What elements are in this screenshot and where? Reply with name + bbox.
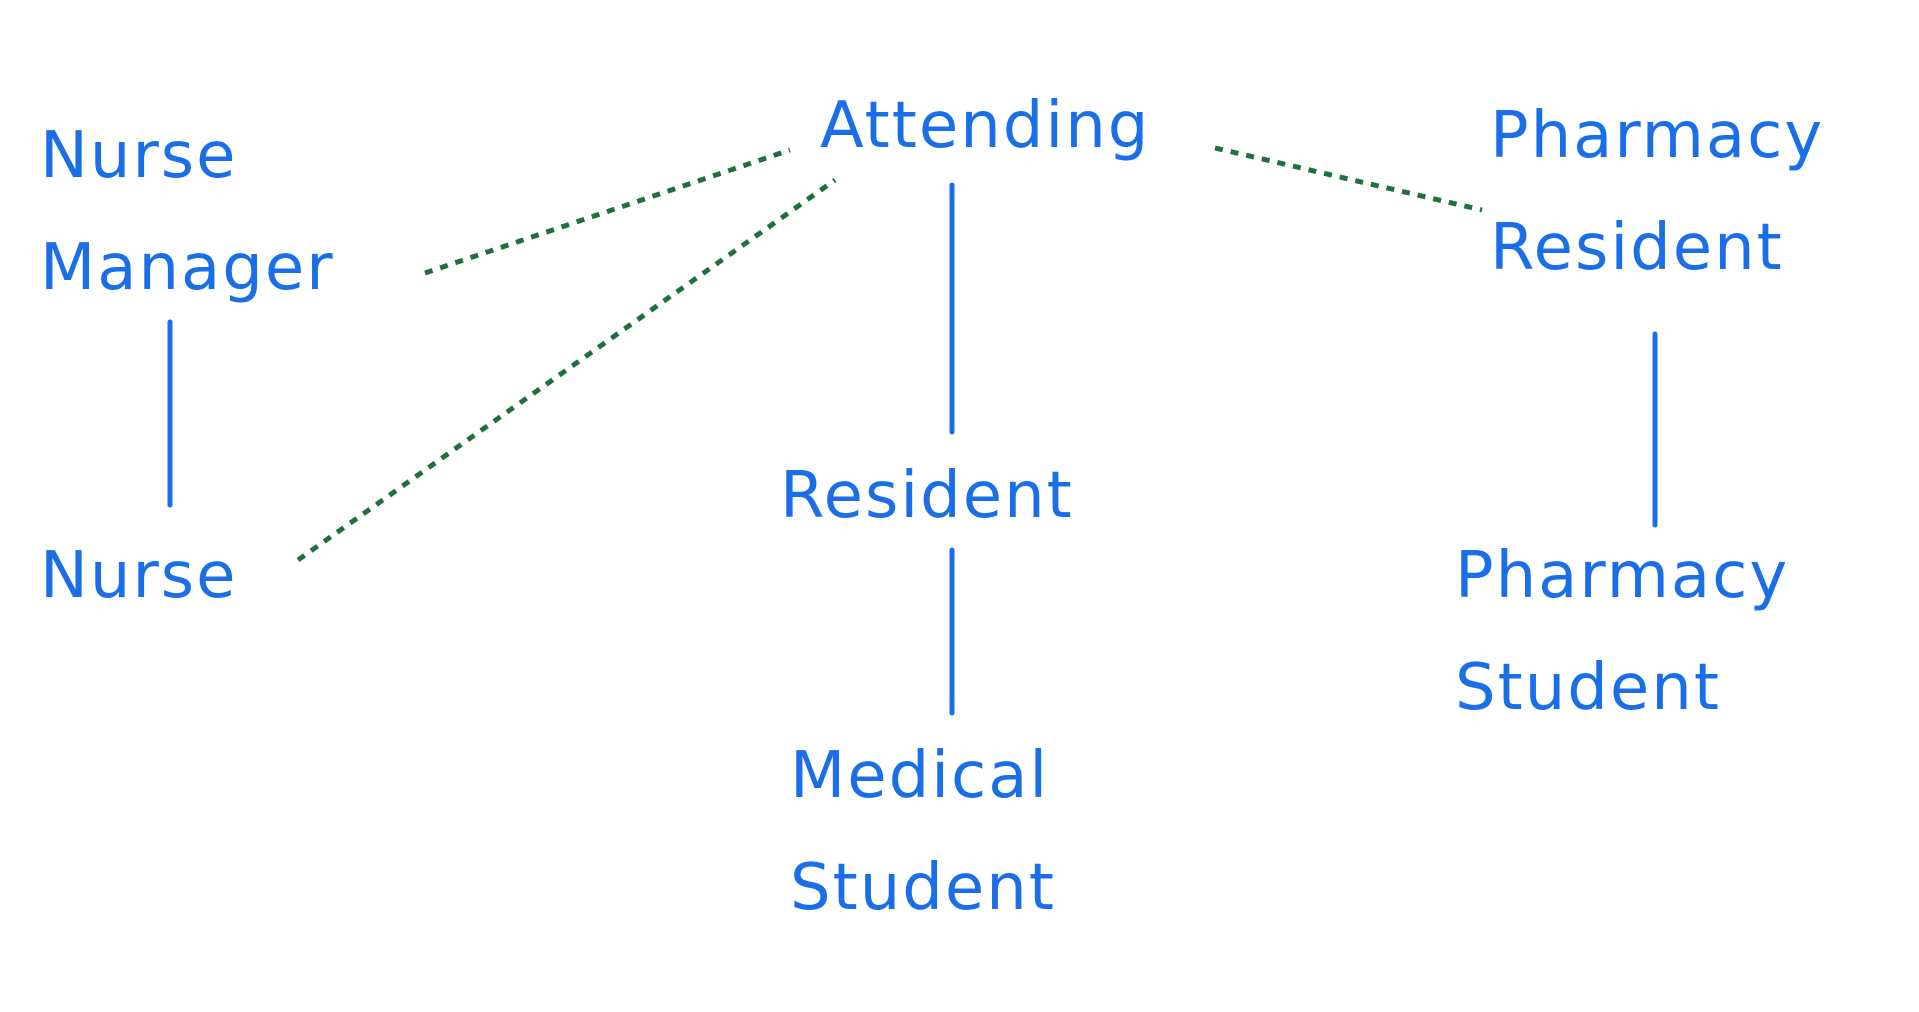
node-attending: Attending: [820, 70, 1150, 182]
node-pharmacy-resident: Pharmacy Resident: [1490, 80, 1824, 304]
node-nurse-manager-line1: Nurse: [40, 119, 238, 193]
node-attending-line1: Attending: [820, 89, 1151, 163]
node-resident-line1: Resident: [780, 459, 1074, 533]
edge-attending-to-pharmacy-resident: [1214, 145, 1483, 213]
edge-nurse-manager-to-attending: [424, 147, 791, 276]
node-pharmacy-student: Pharmacy Student: [1455, 520, 1789, 744]
node-medical-student: Medical Student: [790, 720, 1056, 944]
node-nurse-manager: Nurse Manager: [40, 100, 335, 324]
node-resident: Resident: [780, 440, 1074, 552]
node-medical-student-line2: Student: [790, 851, 1056, 925]
edge-nurse-to-attending: [296, 177, 837, 563]
node-medical-student-line1: Medical: [790, 739, 1050, 813]
node-nurse: Nurse: [40, 520, 237, 632]
node-pharmacy-resident-line1: Pharmacy: [1490, 99, 1825, 173]
node-pharmacy-student-line1: Pharmacy: [1455, 539, 1790, 613]
node-nurse-line1: Nurse: [40, 539, 238, 613]
node-pharmacy-resident-line2: Resident: [1490, 211, 1784, 285]
node-pharmacy-student-line2: Student: [1455, 651, 1721, 725]
node-nurse-manager-line2: Manager: [40, 231, 335, 305]
